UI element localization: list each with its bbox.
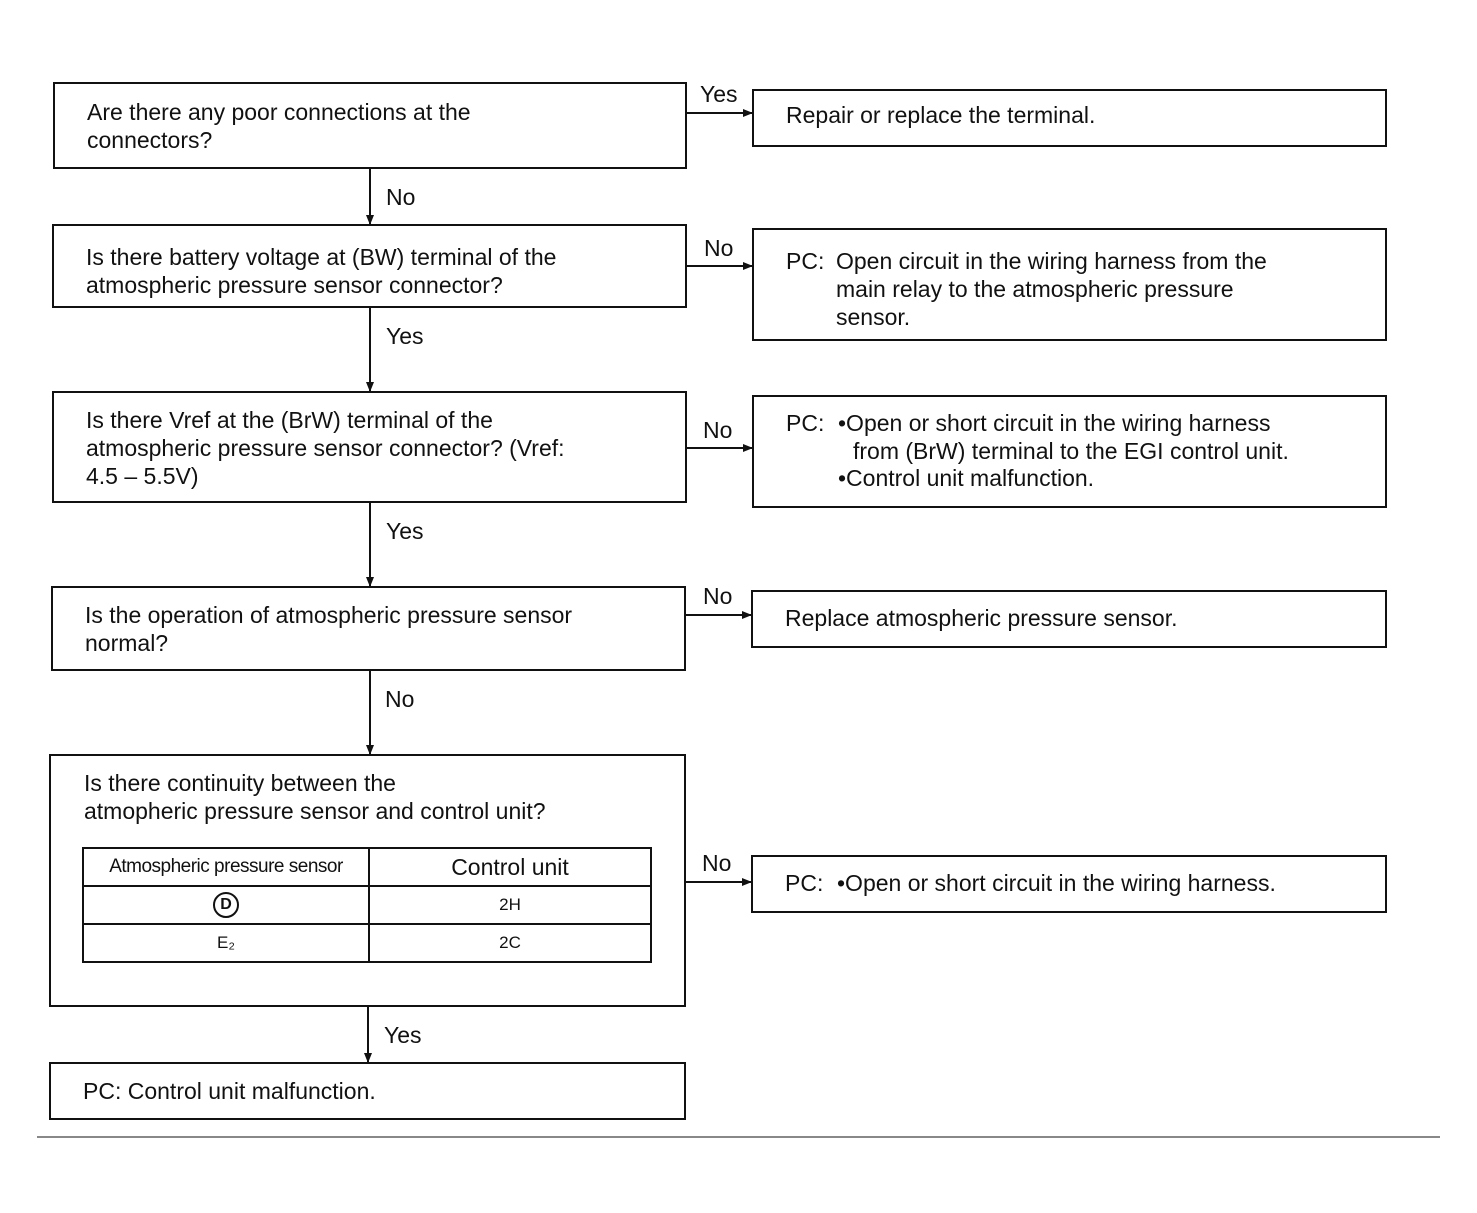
result-bullet-3a: •Open or short circuit in the wiring har… — [838, 410, 1271, 436]
table-cell-sensor: D — [82, 885, 370, 925]
result-text-1: Repair or replace the terminal. — [786, 102, 1096, 128]
result-box-5 — [751, 855, 1387, 913]
table-cell-control: 2H — [368, 885, 652, 925]
branch-label-5: No — [702, 850, 732, 876]
next-label-2: Yes — [386, 323, 424, 349]
continuity-table: Atmospheric pressure sensor Control unit… — [82, 847, 652, 963]
table-row: E₂ 2C — [82, 923, 652, 963]
result-body-5: •Open or short circuit in the wiring har… — [837, 870, 1276, 896]
result-box-3 — [752, 395, 1387, 508]
result-bullet-3b: from (BrW) terminal to the EGI control u… — [853, 438, 1289, 464]
question-box-2 — [52, 224, 687, 308]
table-header-row: Atmospheric pressure sensor Control unit — [82, 847, 652, 887]
table-row: D 2H — [82, 885, 652, 925]
circled-terminal-d: D — [213, 892, 239, 918]
table-cell-control: 2C — [368, 923, 652, 963]
table-cell-sensor: E₂ — [82, 923, 370, 963]
question-text-2: Is there battery voltage at (BW) termina… — [86, 244, 557, 298]
result-body-2: Open circuit in the wiring harness from … — [836, 248, 1267, 330]
question-text-4: Is the operation of atmospheric pressure… — [85, 602, 573, 656]
pc-prefix-5: PC: — [785, 870, 824, 896]
question-text-5: Is there continuity between the atmopher… — [84, 770, 546, 824]
pc-prefix-3: PC: — [786, 410, 825, 436]
branch-label-2: No — [704, 235, 734, 261]
branch-label-1: Yes — [700, 81, 738, 107]
result-box-1 — [752, 89, 1387, 147]
result-text-4: Replace atmospheric pressure sensor. — [785, 605, 1178, 631]
next-label-4: No — [385, 686, 415, 712]
next-label-1: No — [386, 184, 416, 210]
question-box-1 — [53, 82, 687, 169]
question-box-4 — [51, 586, 686, 671]
result-bullet-3c: •Control unit malfunction. — [838, 465, 1095, 491]
next-label-3: Yes — [386, 518, 424, 544]
question-box-3 — [52, 391, 687, 503]
table-header-sensor: Atmospheric pressure sensor — [82, 847, 370, 887]
result-box-4 — [751, 590, 1387, 648]
question-text-1: Are there any poor connections at the co… — [87, 99, 471, 153]
pc-prefix-2: PC: — [786, 248, 825, 274]
branch-label-3: No — [703, 417, 733, 443]
table-header-control-unit: Control unit — [368, 847, 652, 887]
result-box-2 — [752, 228, 1387, 341]
question-text-3: Is there Vref at the (BrW) terminal of t… — [86, 407, 565, 489]
final-text: PC: Control unit malfunction. — [83, 1078, 376, 1104]
branch-label-4: No — [703, 583, 733, 609]
final-box — [49, 1062, 686, 1120]
next-label-5: Yes — [384, 1022, 422, 1048]
